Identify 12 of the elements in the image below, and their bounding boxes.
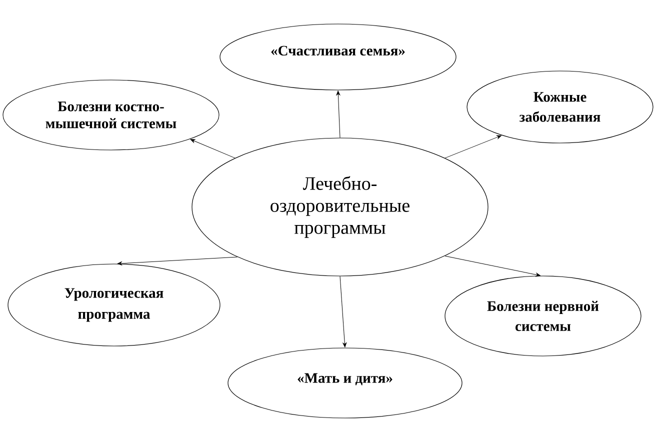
arrow	[444, 256, 540, 277]
arrow	[190, 139, 236, 158]
ellipse-node: «Счастливая семья»	[220, 24, 456, 90]
ellipse-node: Болезни костно-мышечной системы	[2, 80, 220, 150]
ellipse-node: «Мать и дитя»	[228, 348, 462, 418]
ellipse-node: Кожные заболевания	[466, 70, 654, 144]
arrow	[444, 135, 502, 158]
arrow	[336, 90, 340, 138]
ellipse-node: Урологическая программа	[8, 264, 220, 346]
arrow	[340, 276, 347, 348]
arrow	[117, 256, 238, 266]
ellipse-node: Болезни нервной системы	[444, 276, 642, 356]
